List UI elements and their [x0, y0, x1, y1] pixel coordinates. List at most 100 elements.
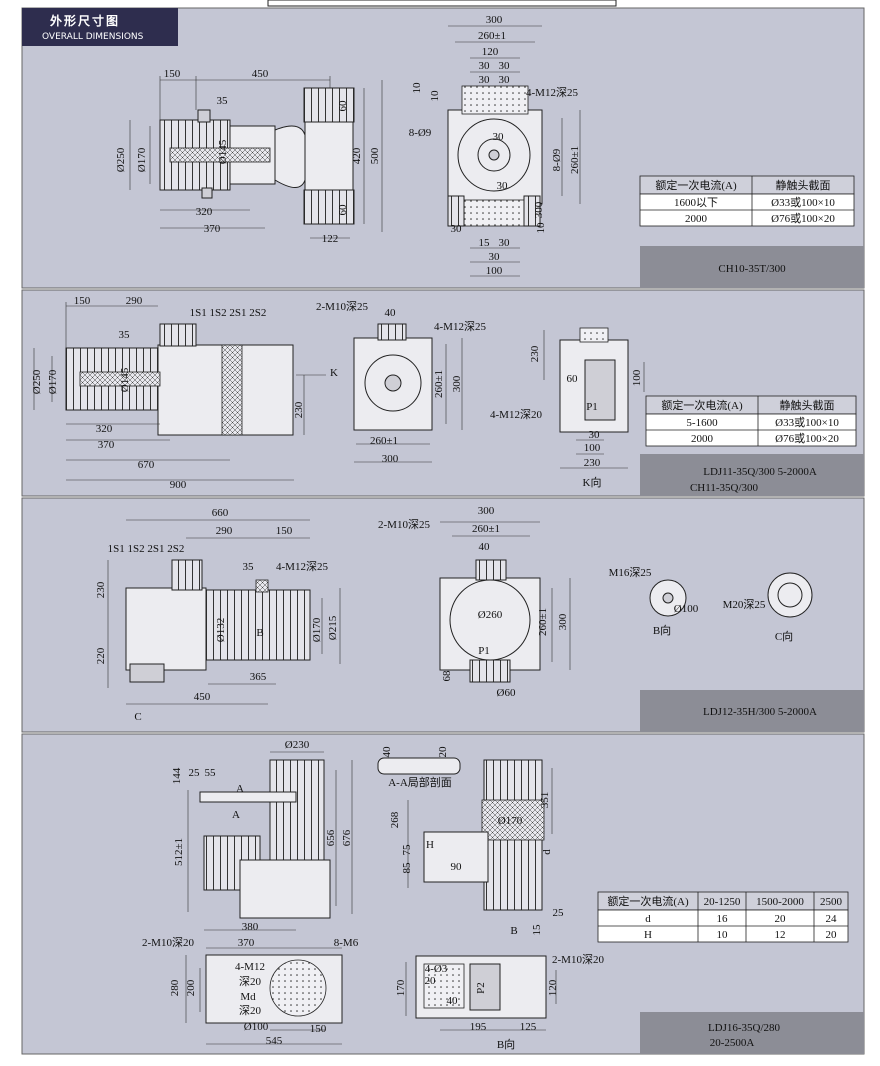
ldj16-dimension-label: 200 — [185, 979, 197, 996]
ldj11-table-cell: Ø76或100×20 — [775, 432, 839, 445]
ldj11-dimension-label: 4-M12深20 — [490, 408, 542, 421]
header-box — [22, 8, 178, 46]
ldj11-dimension-label: P1 — [586, 401, 598, 413]
ldj11-k-dimension-lines — [543, 330, 645, 469]
ldj12-dimension-label: 4-M12深25 — [276, 560, 328, 573]
ldj16-side-box — [423, 831, 489, 883]
ch10-table-header: 额定一次电流(A) — [655, 178, 737, 192]
ldj12-dimension-label: 35 — [243, 561, 255, 573]
ch10-front-top-flange — [461, 85, 529, 115]
ldj11-side-view — [65, 323, 294, 436]
ldj11-model-number: LDJ11-35Q/300 5-2000A — [703, 466, 817, 478]
ldj16-b-dimension-lines — [405, 962, 557, 1031]
ch10-dimension-label: 30 — [479, 74, 491, 86]
ldj11-table-header: 静触头截面 — [780, 398, 835, 412]
ldj11-dimension-label: 900 — [170, 479, 187, 491]
ldj16-section-dimension-lines — [407, 768, 553, 888]
ldj16-dimension-label: A-A局部剖面 — [388, 775, 452, 789]
ldj11-dimension-label: 230 — [293, 401, 305, 418]
ch10-dimension-label: 35 — [217, 95, 229, 107]
ldj16-dimension-label: 144 — [171, 767, 183, 784]
ldj16-model-label-box — [640, 1012, 864, 1054]
ch10-bottom-stud — [201, 187, 213, 199]
ldj12-body — [125, 587, 207, 671]
ldj12-dimension-label: 260±1 — [472, 523, 500, 535]
ldj16-dimension-label: 280 — [169, 979, 181, 996]
ldj12-dimension-label: 300 — [557, 613, 569, 630]
ldj12-dimension-label: 220 — [95, 647, 107, 664]
ldj12-bottom-terminal — [129, 663, 165, 683]
ldj12-front-dimension-lines — [440, 521, 571, 670]
ldj16-dimension-label: 268 — [389, 811, 401, 828]
ch10-table-header: 静触头截面 — [776, 178, 831, 192]
ch10-dimension-label: 100 — [486, 265, 503, 277]
ldj11-k-view — [559, 327, 629, 433]
ldj12-model-label-box — [640, 690, 864, 732]
ch10-dimension-label: 320 — [196, 206, 213, 218]
ldj11-table-cell: 2000 — [691, 433, 714, 445]
ldj12-dimension-label: Ø170 — [311, 617, 323, 642]
ldj11-dimension-label: 100 — [631, 369, 643, 386]
ldj12-front-view — [439, 559, 541, 683]
ldj11-dimension-label: 320 — [96, 423, 113, 435]
ldj11-table-header: 额定一次电流(A) — [661, 398, 743, 412]
ch10-dimension-label: 30 — [499, 60, 511, 72]
ldj11-dimension-label: 290 — [126, 295, 143, 307]
ldj16-dimension-label: A — [232, 809, 240, 821]
ldj11-dimension-label: Ø250 — [31, 369, 43, 394]
ldj12-dimension-label: M16深25 — [609, 566, 652, 579]
ldj16-b-view — [415, 955, 547, 1019]
ldj16-table-cell: 12 — [775, 929, 786, 941]
ldj11-dimension-label: 150 — [74, 295, 91, 307]
ldj12-dimension-label: M20深25 — [723, 598, 766, 611]
ldj16-dimension-label: 125 — [520, 1021, 537, 1033]
ldj12-b-view — [649, 579, 687, 617]
ldj11-dimension-label: 260±1 — [370, 435, 398, 447]
ldj12-dimension-label: 450 — [194, 691, 211, 703]
ch10-side-view — [159, 87, 355, 225]
ldj16-table-header: 2500 — [820, 896, 843, 908]
ldj11-model-number: CH11-35Q/300 — [690, 482, 759, 494]
ldj16-table-header: 1500-2000 — [756, 896, 804, 908]
ch10-front-right-rib — [523, 195, 541, 227]
ldj11-dimension-label: K — [330, 367, 338, 379]
ldj11-dimension-label: Ø145 — [119, 367, 131, 392]
ch10-dimension-label: 8-Ø9 — [409, 127, 432, 139]
ch10-dimension-label: 8-Ø9 — [551, 148, 563, 171]
ldj12-dimension-label: Ø60 — [497, 687, 516, 699]
ch10-dimension-label: 10 — [429, 90, 441, 102]
ldj12-dimension-label: B向 — [653, 623, 671, 637]
ldj16-section-view — [377, 757, 545, 911]
ldj16-dimension-label: 85 — [401, 862, 413, 874]
ldj11-dimension-label: 300 — [382, 453, 399, 465]
ldj16-dimension-label: B — [510, 925, 517, 937]
header-title-en: OVERALL DIMENSIONS — [42, 32, 144, 42]
ldj16-b-p2-block — [469, 963, 501, 1011]
panel-ldj12 — [21, 497, 865, 733]
ldj16-dimension-label: 8-M6 — [334, 937, 359, 949]
ldj11-dimension-label: 30 — [589, 429, 601, 441]
ch10-front-dimension-lines — [448, 25, 581, 277]
ldj16-dimension-label: 2-M10深20 — [142, 936, 194, 949]
ch10-dimension-label: 15 — [479, 237, 491, 249]
ldj11-conductor — [79, 371, 161, 387]
ch10-bottom-contact — [303, 189, 355, 225]
ldj16-dimension-label: 380 — [242, 921, 259, 933]
ldj16-dimension-label: A — [236, 783, 244, 795]
ldj12-c-view — [767, 572, 813, 618]
ldj16-dimension-label: 深20 — [239, 975, 261, 988]
ch10-model-number: CH10-35T/300 — [718, 263, 786, 275]
ldj16-model-number: LDJ16-35Q/280 — [708, 1022, 781, 1034]
ldj11-top-bushing — [159, 323, 197, 347]
ldj16-dimension-label: 512±1 — [173, 838, 185, 866]
ldj11-dimension-label: 4-M12深25 — [434, 320, 486, 333]
ldj16-dimension-label: 170 — [395, 979, 407, 996]
ldj16-model-number: 20-2500A — [710, 1037, 755, 1049]
c-view-inner — [777, 582, 803, 608]
ch10-dimension-label: 122 — [322, 233, 339, 245]
ch10-table-cell: Ø33或100×10 — [771, 196, 835, 209]
ch10-dimension-label: 300 — [486, 14, 503, 26]
ldj16-dimension-label: P2 — [475, 982, 487, 994]
ldj12-dimension-label: Ø260 — [478, 609, 503, 621]
